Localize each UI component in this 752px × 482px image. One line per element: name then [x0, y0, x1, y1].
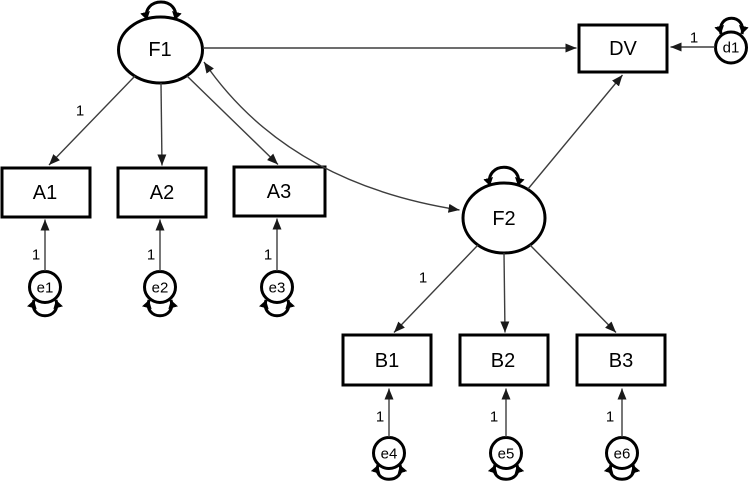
label-A3: A3: [267, 181, 291, 203]
label-e3: e3: [269, 280, 286, 297]
weight-label-F1-A1: 1: [76, 103, 84, 120]
label-e4: e4: [381, 446, 398, 463]
variance-loop-e5: [487, 464, 525, 481]
label-e5: e5: [498, 446, 515, 463]
variance-loop-d1: [714, 16, 749, 35]
label-A2: A2: [150, 182, 174, 204]
weight-label-e5-B2: 1: [490, 409, 498, 426]
label-A1: A1: [33, 182, 57, 204]
label-DV: DV: [609, 38, 637, 60]
variance-loop-F1: [140, 0, 182, 21]
node-B1: [341, 333, 433, 387]
label-B3: B3: [609, 350, 633, 372]
label-F1: F1: [148, 39, 171, 61]
weight-label-F2-B1: 1: [419, 270, 427, 287]
label-B2: B2: [491, 350, 515, 372]
variance-loop-e1: [27, 299, 63, 318]
label-F2: F2: [492, 208, 515, 230]
covariance-F1-F2: [203, 61, 460, 213]
path-F2-B2: [500, 252, 510, 333]
weight-label-e2-A2: 1: [147, 247, 155, 264]
variance-loop-e2: [142, 299, 178, 318]
weight-label-d1-DV: 1: [690, 30, 698, 47]
variance-loop-e4: [370, 464, 408, 481]
node-A1: [0, 166, 92, 219]
weight-label-e3-A3: 1: [264, 247, 272, 264]
label-e6: e6: [614, 446, 631, 463]
weight-label-e1-A1: 1: [32, 247, 40, 264]
weight-label-e4-B1: 1: [376, 409, 384, 426]
path-F1-A2: [157, 82, 167, 166]
node-B3: [575, 333, 667, 387]
weight-label-e6-B3: 1: [606, 409, 614, 426]
variance-loop-F2: [483, 165, 525, 187]
label-B1: B1: [375, 350, 399, 372]
node-DV: [577, 23, 669, 74]
variance-loop-e3: [259, 299, 295, 318]
node-B2: [458, 333, 550, 387]
variance-loop-e6: [603, 464, 641, 481]
path-F1-A1: [48, 75, 136, 166]
path-F2-B3: [529, 244, 617, 333]
path-F2-B1: [393, 244, 479, 333]
label-d1: d1: [723, 40, 740, 57]
path-F2-DV: [527, 74, 624, 190]
path-F1-A3: [186, 75, 279, 166]
label-e2: e2: [152, 280, 169, 297]
label-e1: e1: [37, 280, 54, 297]
